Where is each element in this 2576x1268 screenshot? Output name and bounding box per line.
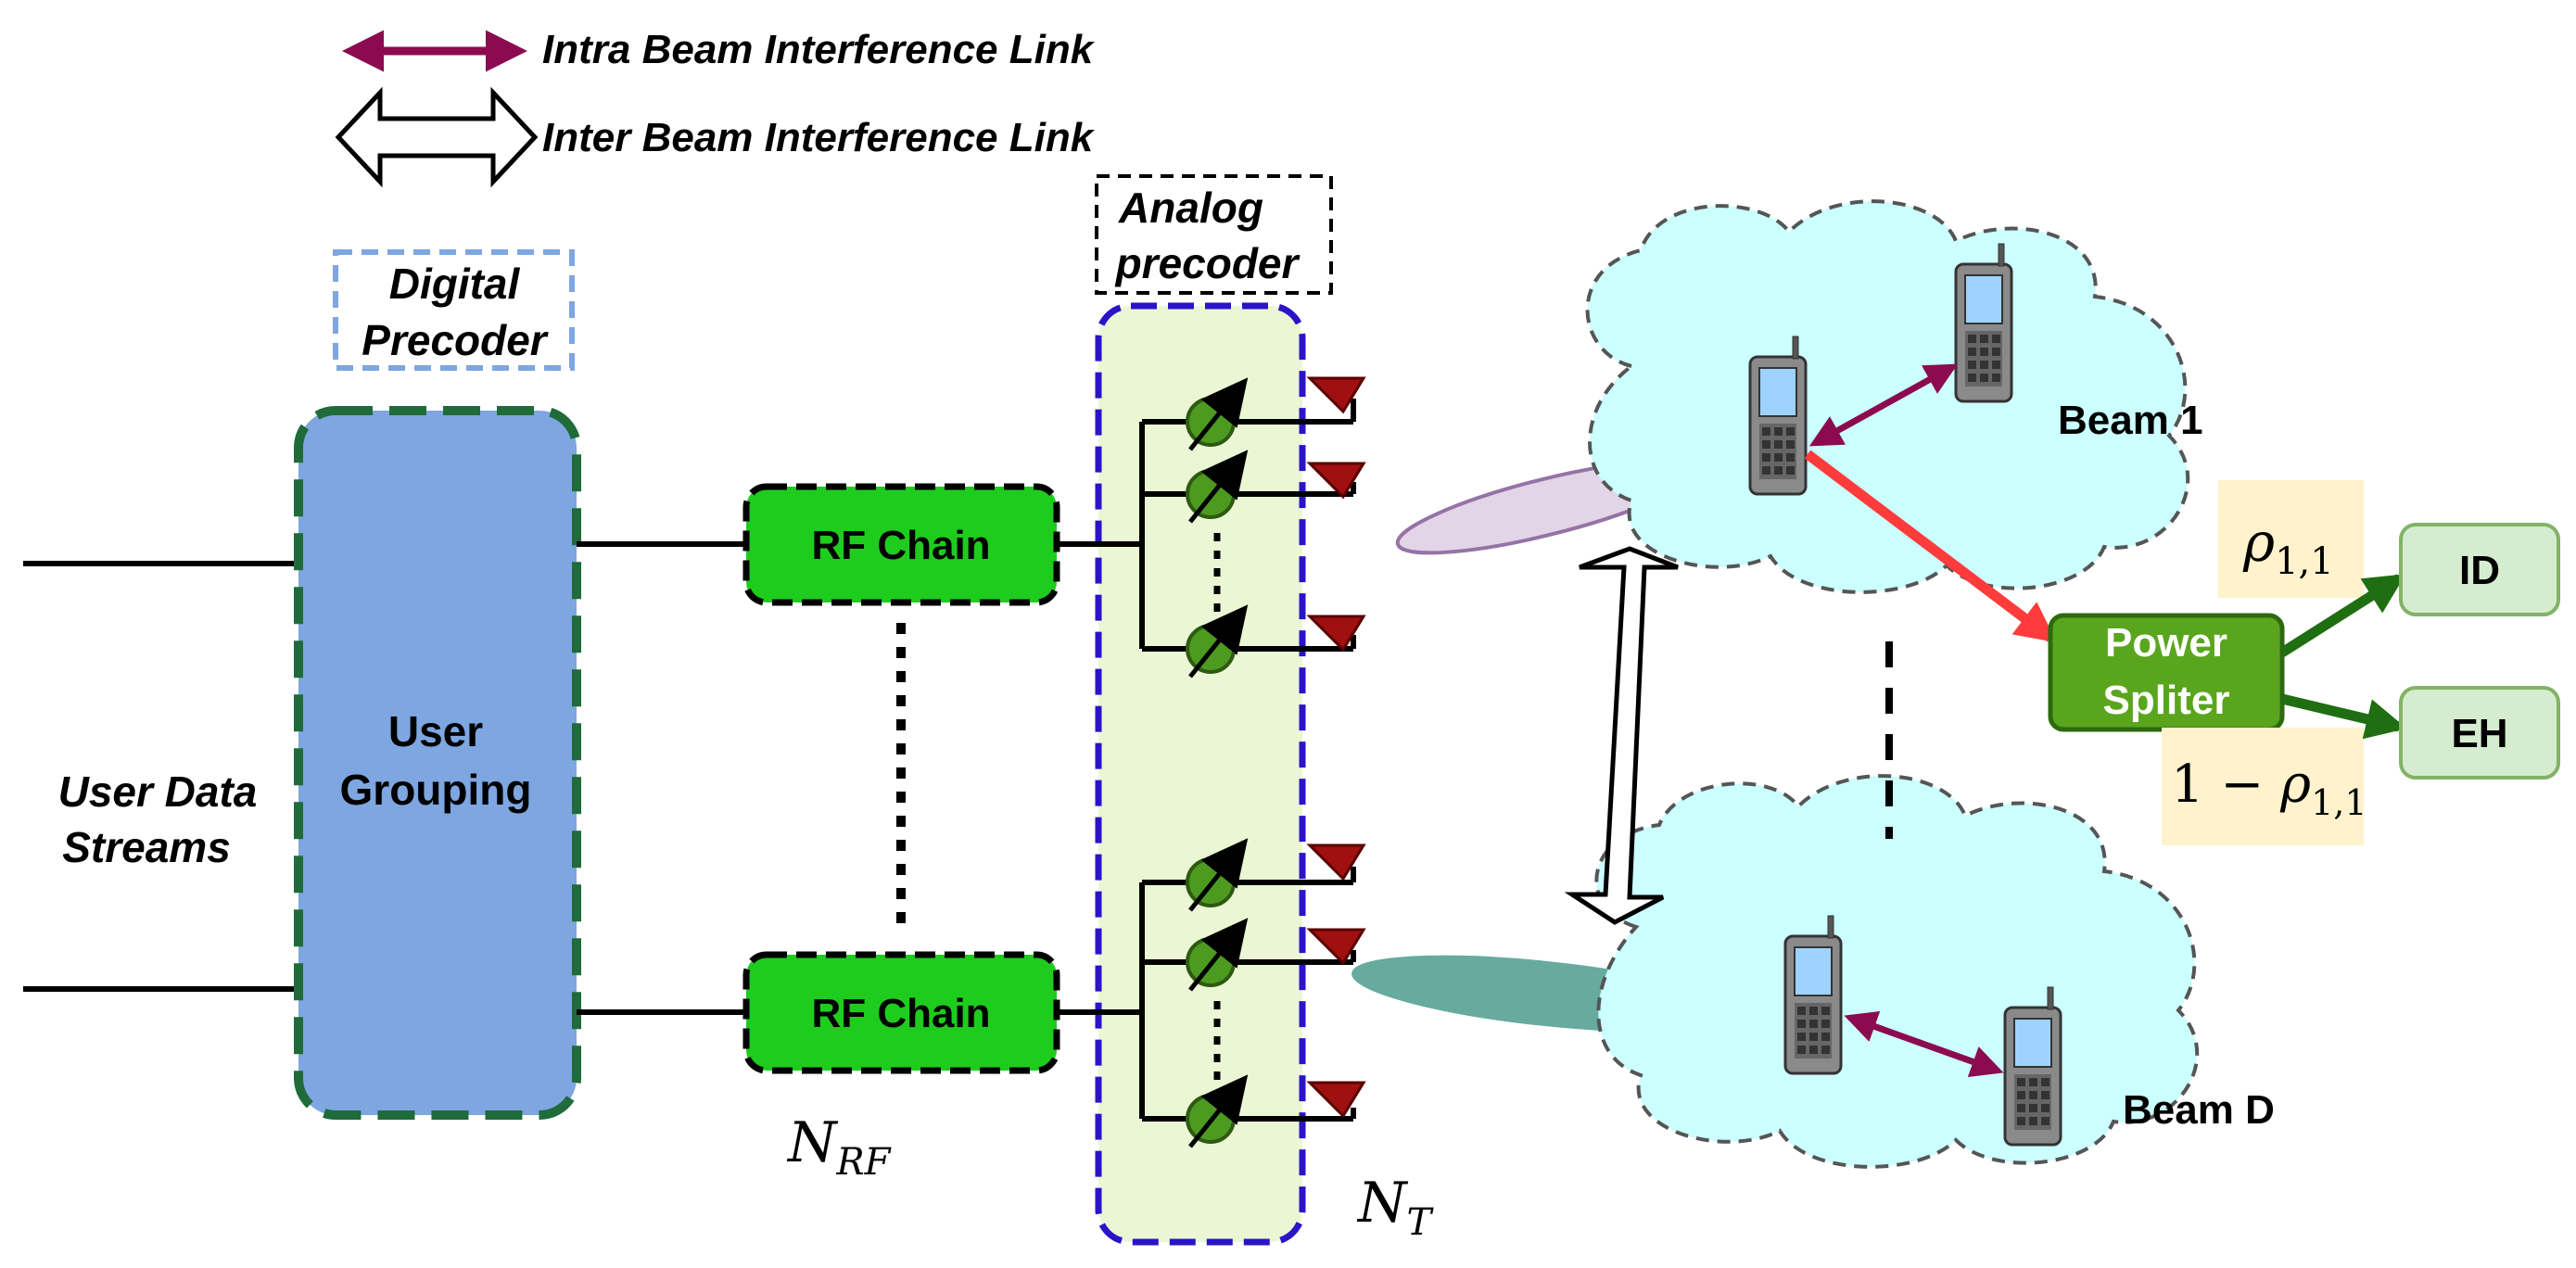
splitter-to-id-arrow [2279, 574, 2406, 657]
digital-precoder-line1: Digital [389, 260, 521, 308]
one-minus-rho-label-box [2162, 728, 2364, 845]
user-grouping-block [294, 406, 581, 1120]
digital-precoder-line2: Precoder [362, 316, 549, 364]
analog-precoder-block [1095, 302, 1306, 1246]
rho-label-box [2218, 480, 2364, 598]
rf-chain-bottom-label: RF Chain [811, 991, 990, 1036]
id-block [2399, 523, 2560, 616]
beam-d-label: Beam D [2123, 1087, 2275, 1133]
digital-precoder-label-box [333, 249, 575, 371]
analog-precoder-line2: precoder [1114, 239, 1301, 287]
power-splitter-line2: Spliter [2103, 678, 2230, 723]
user-grouping-line2: Grouping [340, 766, 532, 814]
rf-chain-top-label: RF Chain [811, 523, 990, 568]
n-t-label: NT [1356, 1171, 1435, 1244]
analog-feed-bottom [1057, 880, 1353, 1122]
analog-precoder-line1: Analog [1118, 184, 1263, 232]
rho-label: ρ1,1 [2242, 511, 2334, 583]
beam-1-label: Beam 1 [2058, 398, 2203, 443]
phone-to-splitter-arrow [1804, 450, 2058, 643]
eh-block [2399, 686, 2560, 780]
beam-d-cloud [1594, 774, 2200, 1169]
n-rf-label: NRF [786, 1110, 892, 1184]
intra-beam-label: Intra Beam Interference Link [542, 27, 1096, 72]
user-grouping-line1: User [388, 707, 483, 755]
id-label: ID [2459, 548, 2500, 593]
inter-beam-arrow-icon [335, 86, 539, 188]
intra-beam-link-beam-d [1844, 1010, 2004, 1078]
eh-label: EH [2451, 711, 2507, 756]
user-data-streams-line2: Streams [62, 823, 231, 871]
inter-beam-link-arrow [1564, 546, 1679, 925]
phone-icon [2003, 985, 2062, 1147]
inter-beam-label: Inter Beam Interference Link [542, 115, 1096, 160]
splitter-to-eh-arrow [2280, 693, 2407, 740]
beam-1-cloud [1585, 199, 2190, 594]
user-data-streams-line1: User Data [58, 767, 258, 816]
legend: Intra Beam Interference Link Inter Beam … [335, 27, 1096, 188]
intra-beam-link-beam-1 [1808, 363, 1959, 447]
power-splitter-line1: Power [2105, 620, 2227, 666]
one-minus-rho-label: 1 − ρ1,1 [2171, 754, 2367, 823]
analog-precoder-label-box [1095, 174, 1333, 295]
phone-icon [1783, 914, 1843, 1075]
phone-icon [1748, 335, 1808, 496]
phone-icon [1954, 242, 2013, 403]
